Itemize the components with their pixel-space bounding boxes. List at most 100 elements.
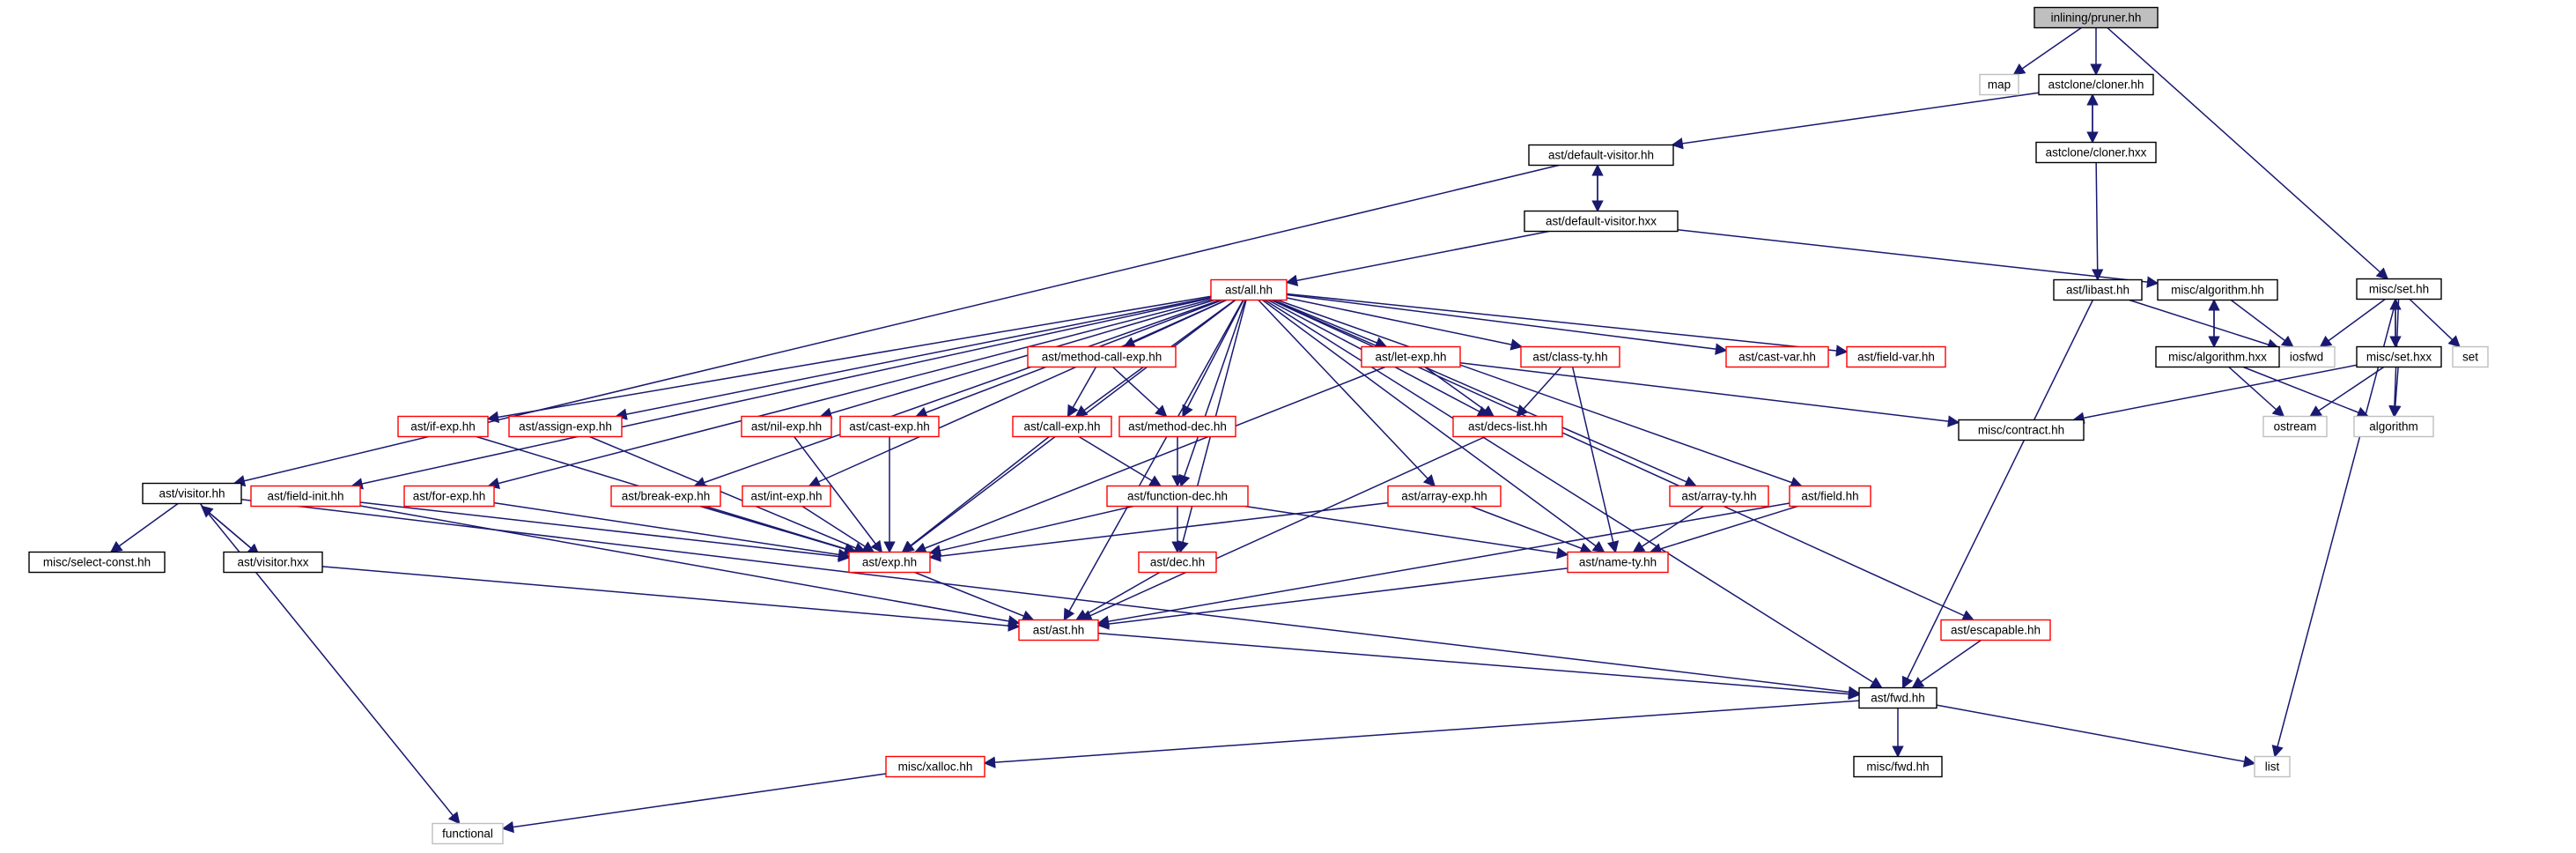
edge-fieldinit-to-exp <box>359 501 851 563</box>
node-box <box>1138 551 1217 574</box>
edge-all-to-nilexp <box>819 299 1215 419</box>
node-libast[interactable]: ast/libast.hh <box>2053 278 2143 301</box>
edge-all-to-arrayexp <box>1258 299 1436 487</box>
node-cloner_hh[interactable]: astclone/cloner.hh <box>2038 73 2154 96</box>
node-fundec[interactable]: ast/function-dec.hh <box>1106 485 1249 508</box>
edge-visitor_hxx-to-visitor_hh <box>200 505 260 556</box>
edge-all-to-fieldvar <box>1286 293 1849 357</box>
node-all[interactable]: ast/all.hh <box>1210 278 1288 301</box>
node-set_hxx[interactable]: misc/set.hxx <box>2356 345 2442 368</box>
node-algo_hh[interactable]: misc/algorithm.hh <box>2157 278 2278 301</box>
node-visitor_hxx[interactable]: ast/visitor.hxx <box>223 551 323 574</box>
node-functional[interactable]: functional <box>432 822 504 845</box>
edge-libast-to-fwd <box>1901 300 2094 689</box>
node-mcall[interactable]: ast/method-call-exp.hh <box>1027 345 1177 368</box>
node-intexp[interactable]: ast/int-exp.hh <box>742 485 831 508</box>
node-box <box>610 485 721 508</box>
node-defvis_hxx[interactable]: ast/default-visitor.hxx <box>1524 210 1679 233</box>
node-castvar[interactable]: ast/cast-var.hh <box>1725 345 1829 368</box>
node-box <box>742 485 831 508</box>
node-assign[interactable]: ast/assign-exp.hh <box>508 415 623 438</box>
node-pruner[interactable]: inlining/pruner.hh <box>2033 6 2159 29</box>
node-xalloc[interactable]: misc/xalloc.hh <box>885 755 985 778</box>
node-selconst[interactable]: misc/select-const.hh <box>28 551 166 574</box>
node-label: ast/class-ty.hh <box>1532 351 1607 364</box>
node-algo_hxx[interactable]: misc/algorithm.hxx <box>2155 345 2280 368</box>
node-box <box>741 415 832 438</box>
node-label: ast/int-exp.hh <box>750 490 822 503</box>
node-box <box>142 482 242 505</box>
node-box <box>1940 619 2051 642</box>
node-list[interactable]: list <box>2254 755 2291 778</box>
node-ast[interactable]: ast/ast.hh <box>1018 619 1099 642</box>
edge-set_hh-to-iosfwd <box>2319 298 2386 348</box>
node-decslist[interactable]: ast/decs-list.hh <box>1452 415 1563 438</box>
node-label: iosfwd <box>2290 351 2323 364</box>
node-breakexp[interactable]: ast/break-exp.hh <box>610 485 721 508</box>
edge-assign-to-exp <box>589 435 867 554</box>
edge-algo_hh-to-iosfwd <box>2230 299 2294 348</box>
node-ifexp[interactable]: ast/if-exp.hh <box>397 415 489 438</box>
edge-set_hh-to-set <box>2409 298 2461 348</box>
node-label: ast/field.hh <box>1801 490 1858 503</box>
node-arrayty[interactable]: ast/array-ty.hh <box>1669 485 1769 508</box>
node-box <box>1520 345 1620 368</box>
node-label: ast/break-exp.hh <box>622 490 711 503</box>
node-forexp[interactable]: ast/for-exp.hh <box>403 485 495 508</box>
node-label: ast/array-ty.hh <box>1681 490 1756 503</box>
node-dec[interactable]: ast/dec.hh <box>1138 551 1217 574</box>
node-nilexp[interactable]: ast/nil-exp.hh <box>741 415 832 438</box>
edge-fundec-to-namety <box>1244 505 1569 560</box>
edge-pruner-to-set_hh <box>2107 26 2389 280</box>
node-fieldvar[interactable]: ast/field-var.hh <box>1846 345 1946 368</box>
edge-set_hxx-to-contract <box>2072 364 2358 424</box>
node-exp[interactable]: ast/exp.hh <box>848 551 931 574</box>
node-label: ast/default-visitor.hh <box>1548 149 1654 162</box>
node-callexp[interactable]: ast/call-exp.hh <box>1012 415 1112 438</box>
edge-fwd-to-xalloc <box>983 700 1860 768</box>
node-field[interactable]: ast/field.hh <box>1789 485 1871 508</box>
node-visitor_hh[interactable]: ast/visitor.hh <box>142 482 242 505</box>
node-label: ast/field-var.hh <box>1857 351 1935 364</box>
node-castexp[interactable]: ast/cast-exp.hh <box>839 415 940 438</box>
node-defvis_hh[interactable]: ast/default-visitor.hh <box>1528 144 1674 167</box>
node-algorithm[interactable]: algorithm <box>2353 415 2434 438</box>
edge-forexp-to-exp <box>493 501 851 560</box>
edge-set_hxx-to-algorithm <box>2389 367 2402 418</box>
node-fwd[interactable]: ast/fwd.hh <box>1858 686 1938 709</box>
node-cloner_hxx[interactable]: astclone/cloner.hxx <box>2035 141 2157 164</box>
node-box <box>1958 419 2085 441</box>
node-contract[interactable]: misc/contract.hh <box>1958 419 2085 441</box>
node-label: astclone/cloner.hh <box>2048 78 2144 92</box>
node-label: misc/set.hh <box>2369 283 2429 296</box>
node-box <box>1725 345 1829 368</box>
node-map[interactable]: map <box>1979 73 2019 96</box>
edge-visitor_hh-to-selconst <box>109 502 179 553</box>
node-escapable[interactable]: ast/escapable.hh <box>1940 619 2051 642</box>
node-letexp[interactable]: ast/let-exp.hh <box>1361 345 1461 368</box>
node-box <box>1027 345 1177 368</box>
edge-exp-to-ast <box>914 571 1035 622</box>
node-box <box>885 755 985 778</box>
node-box <box>1528 144 1674 167</box>
node-methdec[interactable]: ast/method-dec.hh <box>1118 415 1236 438</box>
node-label: misc/select-const.hh <box>43 556 151 569</box>
node-miscfwd[interactable]: misc/fwd.hh <box>1853 755 1943 778</box>
node-iosfwd[interactable]: iosfwd <box>2277 345 2336 368</box>
node-box <box>2254 755 2291 778</box>
node-set_hh[interactable]: misc/set.hh <box>2356 278 2442 300</box>
node-set[interactable]: set <box>2452 345 2489 368</box>
edge-all-to-forexp <box>487 299 1212 490</box>
edge-letexp-to-exp <box>913 366 1386 554</box>
edge-defvis_hxx-to-algo_hh <box>1677 228 2159 288</box>
node-ostream[interactable]: ostream <box>2262 415 2328 438</box>
node-label: ast/cast-var.hh <box>1738 351 1816 364</box>
node-arrayexp[interactable]: ast/array-exp.hh <box>1387 485 1502 508</box>
node-classty[interactable]: ast/class-ty.hh <box>1520 345 1620 368</box>
edge-pruner-to-map <box>2012 26 2082 76</box>
node-box <box>403 485 495 508</box>
node-fieldinit[interactable]: ast/field-init.hh <box>250 485 361 508</box>
node-namety[interactable]: ast/name-ty.hh <box>1567 551 1669 574</box>
edge-arrayexp-to-exp <box>928 501 1389 562</box>
